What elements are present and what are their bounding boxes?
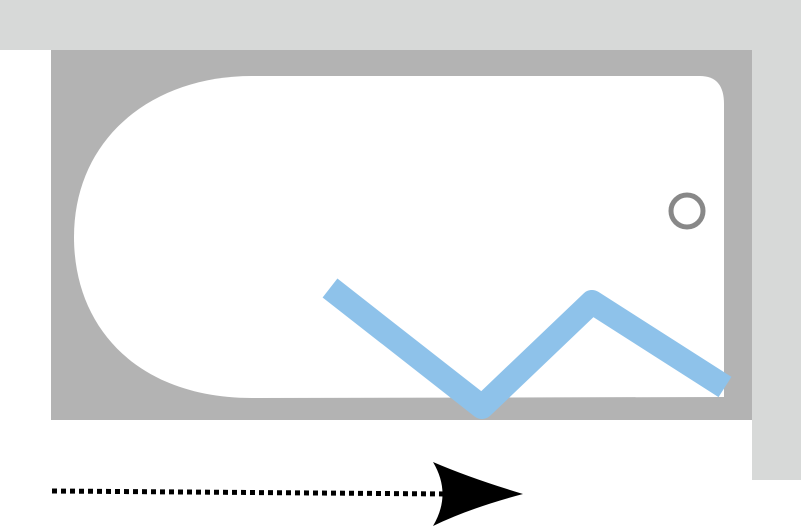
arrow-head-icon — [433, 462, 523, 526]
bath-screen — [322, 278, 732, 419]
wall-right — [752, 48, 801, 480]
arrow-shaft — [51, 488, 449, 497]
wall-top — [0, 0, 801, 50]
drain-icon — [668, 192, 706, 230]
